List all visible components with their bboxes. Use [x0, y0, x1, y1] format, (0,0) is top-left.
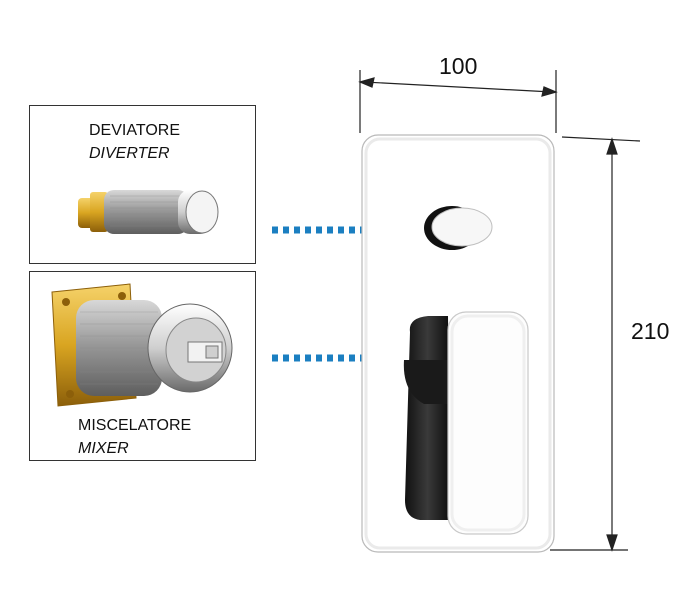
mixer-label: MISCELATORE [78, 417, 192, 434]
dimension-arrow-icon [550, 136, 641, 552]
diverter-label: DEVIATORE [89, 122, 180, 139]
mixer-label-italic: MIXER [78, 440, 129, 457]
width-dimension-label: 100 [439, 53, 478, 79]
mixer-cartridge-illustration [51, 283, 233, 407]
diverter-cartridge-illustration [78, 190, 219, 234]
diverter-panel: DEVIATORE DIVERTER [29, 105, 256, 264]
mixer-panel: MISCELATORE MIXER [29, 271, 256, 461]
mixer-lever [403, 311, 529, 535]
diverter-knob [424, 206, 493, 250]
dimension-arrow-icon [358, 70, 558, 133]
height-dimension-label: 210 [631, 318, 670, 344]
diverter-label-italic: DIVERTER [89, 145, 170, 162]
